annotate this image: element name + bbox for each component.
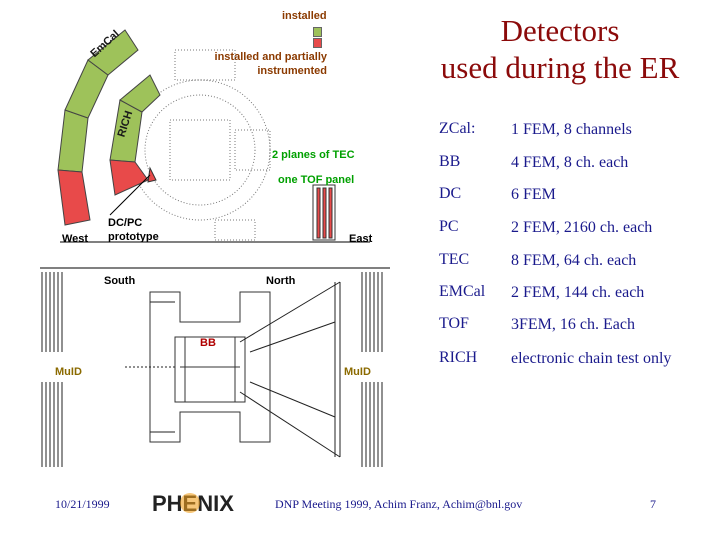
- bb-label: BB: [200, 337, 216, 349]
- detector-row: RICH electronic chain test only: [439, 349, 719, 393]
- detector-name: EMCal: [439, 283, 486, 300]
- legend-partial-line1: installed and partially: [214, 51, 327, 63]
- emcal-arc: [57, 29, 139, 226]
- footer-page-number: 7: [650, 497, 656, 511]
- detector-name: ZCal:: [439, 120, 476, 137]
- footer-date: 10/21/1999: [55, 497, 110, 511]
- detector-row: TEC 8 FEM, 64 ch. each: [439, 251, 719, 283]
- legend-installed-swatch: [313, 27, 322, 37]
- dcpc-line1: DC/PC: [108, 217, 143, 229]
- legend-installed-label: installed: [282, 10, 327, 22]
- detector-desc: 4 FEM, 8 ch. each: [511, 154, 629, 171]
- detector-row: PC 2 FEM, 2160 ch. each: [439, 218, 719, 250]
- central-arm-diagram: [57, 29, 370, 243]
- title-line-1: Detectors: [500, 13, 620, 48]
- muid-right-stack: [361, 272, 383, 467]
- title-line-2: used during the ER: [440, 50, 680, 85]
- north-cone: [239, 281, 341, 458]
- footer-meeting: DNP Meeting 1999, Achim Franz, Achim@bnl…: [275, 497, 523, 511]
- south-lampshade: [125, 301, 175, 433]
- detector-name: BB: [439, 153, 461, 170]
- detector-name: PC: [439, 218, 459, 235]
- north-label: North: [266, 275, 296, 287]
- phoenix-bird-icon: [180, 493, 200, 513]
- tof-panel: [312, 184, 336, 241]
- dcpc-pointer: [109, 174, 151, 216]
- east-label: East: [349, 233, 373, 245]
- detector-name: RICH: [439, 349, 478, 366]
- detector-desc: 2 FEM, 144 ch. each: [511, 284, 645, 301]
- rich-arc: [109, 74, 161, 196]
- detector-row: DC 6 FEM: [439, 185, 719, 217]
- detector-desc: 2 FEM, 2160 ch. each: [511, 219, 653, 236]
- muid-right-label: MuID: [344, 366, 371, 378]
- detector-row: BB 4 FEM, 8 ch. each: [439, 153, 719, 185]
- legend-partial-label: installed and partially instrumented: [205, 50, 327, 78]
- detector-name: TEC: [439, 251, 470, 268]
- slide-title: Detectors used during the ER: [400, 12, 719, 86]
- phenix-logo: PHENIX: [150, 487, 255, 519]
- detector-desc: electronic chain test only: [511, 350, 672, 367]
- central-magnet-side: [149, 291, 271, 443]
- tof-panel-label: one TOF panel: [278, 174, 355, 186]
- muid-left-label: MuID: [55, 366, 82, 378]
- detector-name: DC: [439, 185, 462, 202]
- detector-desc: 8 FEM, 64 ch. each: [511, 252, 637, 269]
- side-view-diagram: [40, 267, 390, 467]
- detector-row: TOF 3FEM, 16 ch. Each: [439, 315, 719, 347]
- tec-planes-label: 2 planes of TEC: [272, 149, 355, 161]
- south-label: South: [104, 275, 136, 287]
- detector-desc: 1 FEM, 8 channels: [511, 121, 632, 138]
- detector-row: EMCal 2 FEM, 144 ch. each: [439, 283, 719, 315]
- dcpc-line2: prototype: [108, 231, 159, 243]
- dcpc-label: DC/PC prototype: [108, 216, 159, 244]
- detector-row: ZCal: 1 FEM, 8 channels: [439, 120, 719, 152]
- legend-partial-line2: instrumented: [257, 65, 327, 77]
- legend-partial-swatch: [313, 38, 322, 48]
- muid-left-stack: [41, 272, 63, 467]
- detector-desc: 6 FEM: [511, 186, 556, 203]
- dcpc-marker: [147, 166, 157, 183]
- detector-name: TOF: [439, 315, 469, 332]
- west-label: West: [62, 233, 89, 245]
- detector-desc: 3FEM, 16 ch. Each: [511, 316, 635, 333]
